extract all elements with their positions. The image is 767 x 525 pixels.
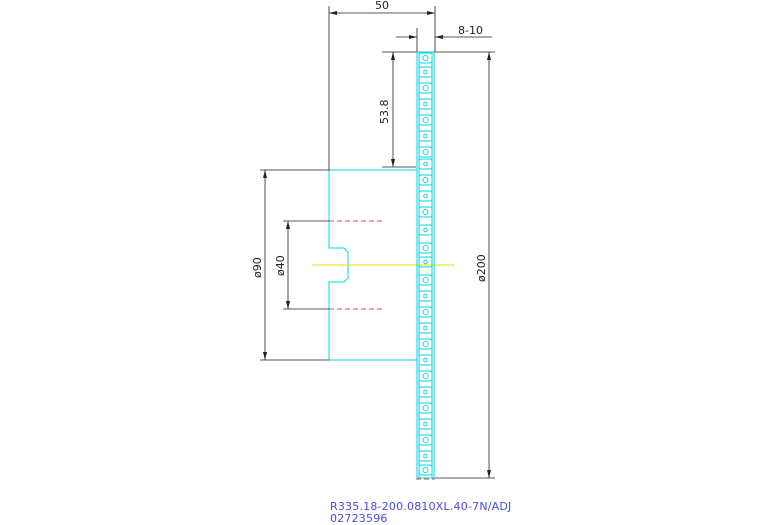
insert-pocket [418, 66, 433, 78]
insert-screw [422, 467, 429, 473]
insert-pocket [418, 418, 433, 430]
insert-pocket [418, 290, 433, 302]
dim-width-label: 50 [375, 0, 389, 12]
insert-pocket [418, 98, 433, 110]
dim-cutter-diameter-label: ø200 [475, 254, 488, 282]
insert-pocket [418, 82, 433, 94]
insert-pocket [418, 206, 433, 218]
insert-screw [422, 341, 429, 347]
insert-screw [422, 55, 429, 61]
insert-pocket [418, 306, 433, 318]
insert-screw [423, 69, 428, 75]
insert-screw [423, 227, 428, 233]
insert-pocket [418, 242, 433, 254]
insert-pocket [418, 256, 433, 268]
insert-pocket [418, 114, 433, 126]
insert-screw [423, 161, 428, 167]
part-number-text: R335.18-200.0810XL.40-7N/ADJ [330, 500, 512, 513]
insert-pocket [418, 434, 433, 446]
insert-screw [422, 405, 429, 411]
insert-screw [423, 293, 428, 299]
dimension-lines [260, 6, 495, 479]
insert-screw [422, 277, 429, 283]
insert-screw [422, 85, 429, 91]
dimension-arrows [263, 11, 491, 478]
insert-pocket [418, 402, 433, 414]
insert-screw [422, 209, 429, 215]
insert-pocket [418, 130, 433, 142]
insert-screw [423, 101, 428, 107]
dim-insert-offset-label: 53.8 [378, 100, 391, 125]
insert-pocket [418, 386, 433, 398]
insert-screw [422, 309, 429, 315]
insert-pocket [418, 354, 433, 366]
insert-pocket [418, 174, 433, 186]
insert-pocket [418, 274, 433, 286]
insert-screw [423, 421, 428, 427]
insert-pocket [418, 190, 433, 202]
insert-pocket [418, 450, 433, 462]
insert-screw [422, 177, 429, 183]
dim-hub-diameter-label: ø90 [251, 257, 264, 278]
insert-screw [423, 325, 428, 331]
insert-pocket [418, 370, 433, 382]
insert-screw [423, 133, 428, 139]
insert-pockets [418, 52, 433, 476]
dim-bore-diameter-label: ø40 [274, 255, 287, 276]
insert-screw [423, 259, 428, 265]
insert-pocket [418, 52, 433, 64]
part-code-text: 02723596 [330, 512, 388, 525]
insert-screw [423, 193, 428, 199]
insert-pocket [418, 224, 433, 236]
insert-screw [422, 149, 429, 155]
dim-insert-width-label: 8-10 [458, 24, 483, 37]
insert-screw [423, 453, 428, 459]
insert-screw [422, 437, 429, 443]
insert-screw [422, 373, 429, 379]
insert-screw [422, 117, 429, 123]
insert-screw [423, 389, 428, 395]
insert-screw [422, 245, 429, 251]
insert-pocket [418, 338, 433, 350]
insert-pocket [418, 146, 433, 158]
insert-screw [423, 357, 428, 363]
insert-pocket [418, 322, 433, 334]
insert-pocket [418, 464, 433, 476]
insert-pocket [418, 158, 433, 170]
